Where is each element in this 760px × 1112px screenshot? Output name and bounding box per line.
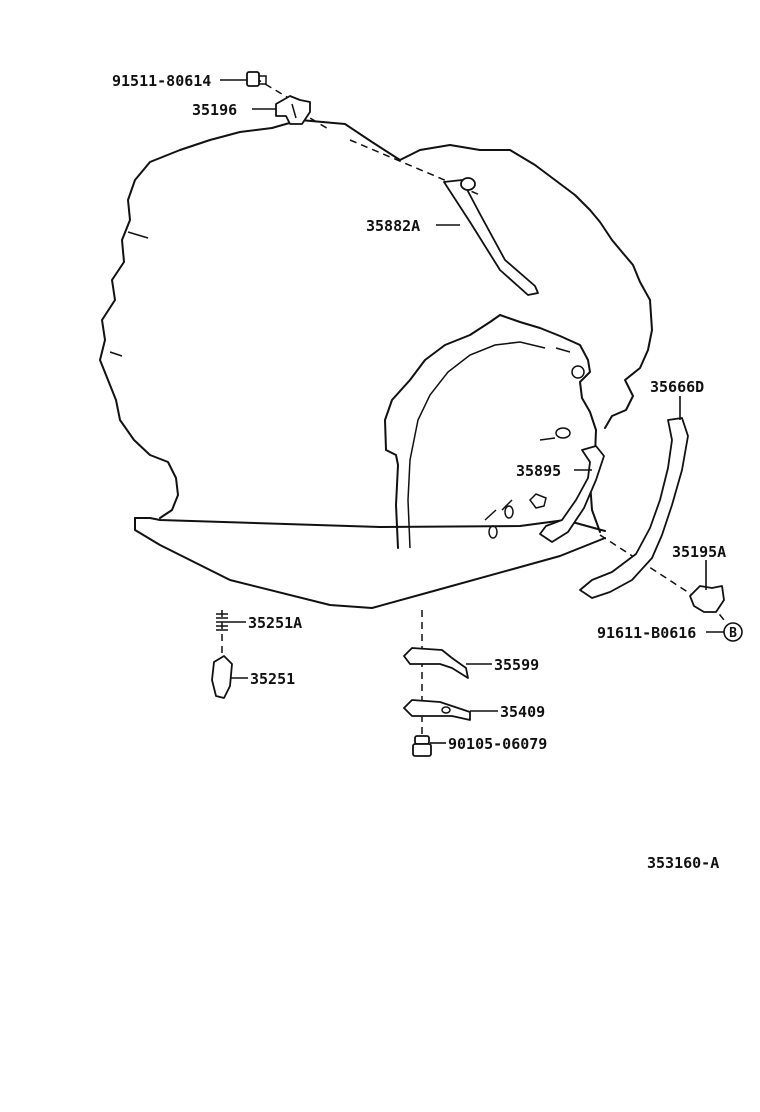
bolt-90105: [412, 735, 432, 757]
clamp-35195A: [689, 585, 725, 613]
label-35882A: 35882A: [366, 217, 420, 235]
label-35251: 35251: [250, 670, 295, 688]
spring-35251A: [216, 613, 228, 631]
label-35895: 35895: [516, 462, 561, 480]
callout-b-letter: B: [729, 626, 737, 641]
label-35409: 35409: [500, 703, 545, 721]
clamp-35196: [275, 95, 311, 125]
label-91511-80614: 91511-80614: [112, 72, 211, 90]
label-91611-B0616: 91611-B0616: [597, 624, 696, 642]
transmission-housing: [99, 119, 653, 609]
part-labels: 91511-80614 35196 35882A 35666D 35895 35…: [112, 72, 726, 872]
leader-lines: [220, 79, 724, 744]
bolt-91511: [246, 71, 267, 87]
label-35196: 35196: [192, 101, 237, 119]
label-35251A: 35251A: [248, 614, 302, 632]
figure-id: 353160-A: [647, 854, 719, 872]
detent-35251: [211, 655, 233, 699]
label-90105-06079: 90105-06079: [448, 735, 547, 753]
hose-35666D: [579, 417, 689, 599]
tube-35895: [539, 445, 605, 543]
callout-b: B: [723, 622, 743, 642]
tube-35882A: [443, 177, 539, 296]
label-35666D: 35666D: [650, 378, 704, 396]
plate-35409: [403, 699, 471, 721]
plate-35599: [403, 647, 469, 679]
label-35599: 35599: [494, 656, 539, 674]
label-35195A: 35195A: [672, 543, 726, 561]
